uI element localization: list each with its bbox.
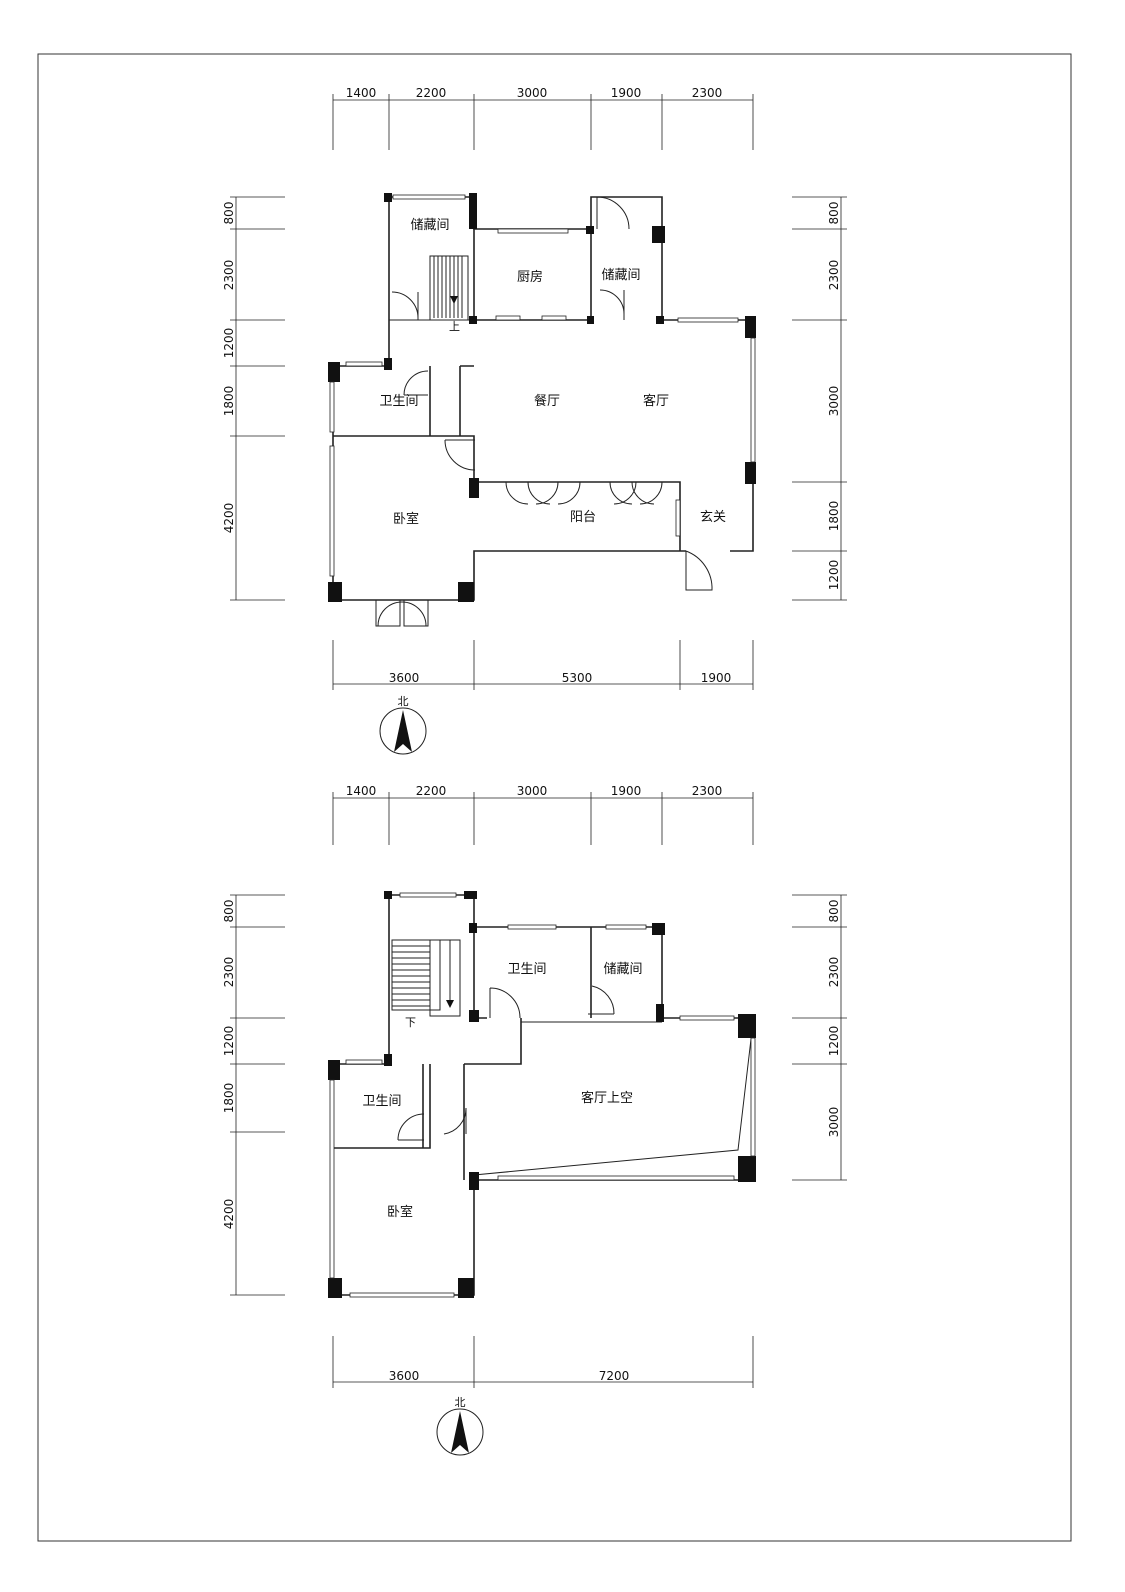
dim-left-5: 4200 xyxy=(222,503,236,534)
room-bathroom-top: 卫生间 xyxy=(507,962,546,977)
dim-left-3: 1200 xyxy=(222,1026,236,1057)
room-labels: 储藏间 厨房 储藏间 卫生间 餐厅 客厅 卧室 阳台 玄关 xyxy=(379,218,726,527)
dim-right-4: 3000 xyxy=(827,1107,841,1138)
dim-top-2: 2200 xyxy=(416,784,447,798)
north-label: 北 xyxy=(398,695,409,708)
stair: 上 xyxy=(429,255,469,333)
dim-left-4: 1800 xyxy=(222,1083,236,1114)
room-dining: 餐厅 xyxy=(534,393,560,409)
dim-bottom-2: 5300 xyxy=(562,671,593,685)
dim-top-4: 1900 xyxy=(611,784,642,798)
dim-bottom-3: 1900 xyxy=(701,671,732,685)
room-bedroom: 卧室 xyxy=(393,511,419,527)
room-balcony: 阳台 xyxy=(570,510,596,525)
dim-top-3: 3000 xyxy=(517,86,548,100)
dim-right-3: 1200 xyxy=(827,1026,841,1057)
upper-floor-plan: 1400 2200 3000 1900 2300 800 2300 1200 1… xyxy=(222,784,847,1456)
room-bedroom: 卧室 xyxy=(387,1204,413,1220)
windows xyxy=(329,194,756,577)
dim-top-5: 2300 xyxy=(692,86,723,100)
dim-left-5: 4200 xyxy=(222,1199,236,1230)
windows xyxy=(329,892,756,1298)
ground-floor-plan: 1400 2200 3000 1900 2300 800 2300 1200 1… xyxy=(222,86,847,755)
right-dimension-chain: 800 2300 1200 3000 xyxy=(792,894,847,1181)
dim-top-4: 1900 xyxy=(611,86,642,100)
top-dimension-chain: 1400 2200 3000 1900 2300 xyxy=(332,86,754,150)
dim-top-1: 1400 xyxy=(346,784,377,798)
room-bathroom-left: 卫生间 xyxy=(362,1094,401,1109)
room-living: 客厅 xyxy=(643,393,669,409)
dim-top-3: 3000 xyxy=(517,784,548,798)
room-kitchen: 厨房 xyxy=(517,269,543,285)
dim-right-2: 2300 xyxy=(827,260,841,291)
dim-left-1: 800 xyxy=(222,900,236,923)
top-dimension-chain: 1400 2200 3000 1900 2300 xyxy=(332,784,754,845)
room-storage-left: 储藏间 xyxy=(410,218,449,233)
dim-top-5: 2300 xyxy=(692,784,723,798)
dim-right-1: 800 xyxy=(827,202,841,225)
bottom-dimension-chain: 3600 5300 1900 xyxy=(332,640,754,690)
dim-left-3: 1200 xyxy=(222,328,236,359)
structural-columns xyxy=(328,891,756,1298)
dim-top-2: 2200 xyxy=(416,86,447,100)
dim-right-2: 2300 xyxy=(827,957,841,988)
room-living-void: 客厅上空 xyxy=(581,1090,633,1106)
dim-left-1: 800 xyxy=(222,202,236,225)
doors xyxy=(375,196,713,627)
dim-bottom-1: 3600 xyxy=(389,671,420,685)
doors xyxy=(397,985,615,1141)
dim-top-1: 1400 xyxy=(346,86,377,100)
right-dimension-chain: 800 2300 3000 1800 1200 xyxy=(792,196,847,601)
left-dimension-chain: 800 2300 1200 1800 4200 xyxy=(222,894,285,1296)
dim-right-1: 800 xyxy=(827,900,841,923)
dim-left-2: 2300 xyxy=(222,260,236,291)
structural-columns xyxy=(328,193,756,602)
left-dimension-chain: 800 2300 1200 1800 4200 xyxy=(222,196,285,601)
stair-up-label: 上 xyxy=(449,320,460,333)
room-entrance: 玄关 xyxy=(700,510,726,525)
dim-bottom-1: 3600 xyxy=(389,1369,420,1383)
north-arrow-icon: 北 xyxy=(379,695,427,755)
dim-right-4: 1800 xyxy=(827,501,841,532)
dim-right-3: 3000 xyxy=(827,386,841,417)
room-storage: 储藏间 xyxy=(603,962,642,977)
dim-left-4: 1800 xyxy=(222,386,236,417)
room-labels: 卫生间 储藏间 卫生间 客厅上空 卧室 xyxy=(362,962,642,1220)
room-storage-right: 储藏间 xyxy=(601,268,640,283)
room-bathroom: 卫生间 xyxy=(379,394,418,409)
north-arrow-icon: 北 xyxy=(436,1396,484,1456)
north-label: 北 xyxy=(455,1396,466,1409)
dim-left-2: 2300 xyxy=(222,957,236,988)
stair-down-label: 下 xyxy=(405,1016,416,1029)
sheet-border xyxy=(37,53,1072,1542)
dim-bottom-2: 7200 xyxy=(599,1369,630,1383)
bottom-dimension-chain: 3600 7200 xyxy=(332,1336,754,1388)
stair: 下 xyxy=(391,939,461,1029)
dim-right-5: 1200 xyxy=(827,560,841,591)
